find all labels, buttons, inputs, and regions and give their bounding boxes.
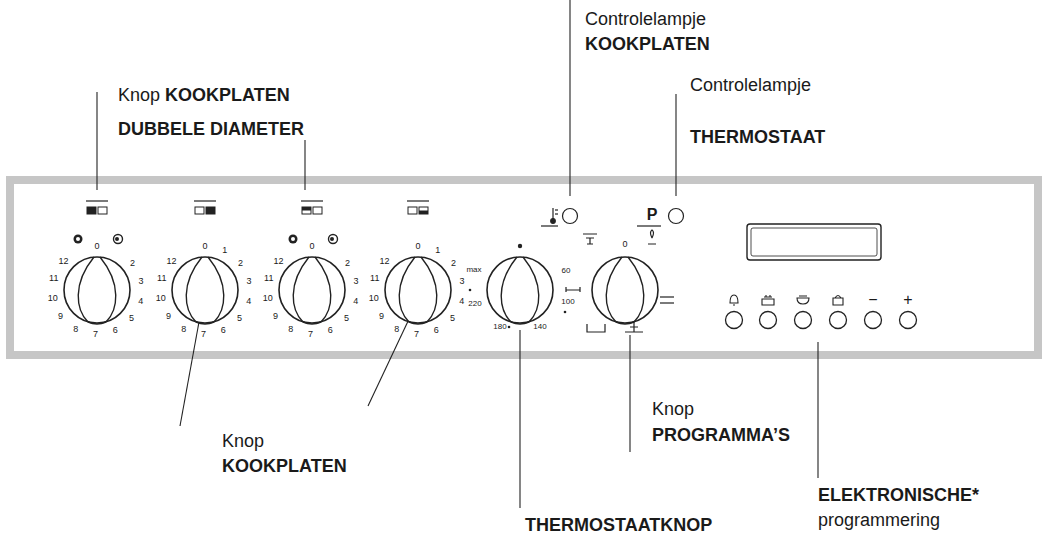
callout-text: DUBBELE DIAMETER: [118, 120, 304, 138]
dial-number: 7: [93, 329, 98, 338]
callout-text: Knop: [222, 432, 264, 450]
dial-number: 5: [129, 314, 134, 323]
callout-text: ELEKTRONISCHE*: [818, 486, 979, 504]
dial-number: 100: [561, 298, 574, 306]
dial-number: 5: [450, 314, 455, 323]
leader-lines: [97, 0, 818, 508]
dial-number: 140: [533, 323, 546, 331]
dial-number: 11: [370, 273, 379, 282]
callout-text: Controlelampje: [690, 76, 811, 94]
callout-text: PROGRAMMA’S: [652, 426, 790, 444]
callout-text: THERMOSTAAT: [690, 128, 825, 146]
dial-number: 7: [414, 329, 419, 338]
dial-number: 220: [468, 300, 481, 308]
callout-text: KOOKPLATEN: [222, 457, 347, 475]
callout-text: Controlelampje: [585, 10, 706, 28]
dial-number: 8: [288, 324, 293, 333]
dial-number: max: [466, 266, 481, 274]
callout-text: THERMOSTAATKNOP: [525, 516, 712, 534]
dial-number: 0: [309, 242, 314, 251]
dial-number: 0: [415, 242, 420, 251]
dial-number: 3: [139, 276, 144, 285]
dial-number: 8: [394, 324, 399, 333]
callout-text: KOOKPLATEN: [585, 35, 710, 53]
dial-number: 3: [354, 276, 359, 285]
button-symbol: +: [903, 292, 912, 308]
dial-number: 6: [221, 326, 226, 335]
dial-number: 5: [237, 314, 242, 323]
dial-number: 6: [328, 326, 333, 335]
dial-number: 0: [202, 242, 207, 251]
dial-number: 10: [156, 293, 166, 302]
dial-number: 12: [59, 256, 69, 265]
dial-number: 7: [201, 329, 206, 338]
dial-number: 10: [263, 293, 273, 302]
dial-number: 3: [247, 276, 252, 285]
dial-number: 1: [222, 246, 227, 255]
dial-number: 8: [73, 324, 78, 333]
dial-number: 10: [48, 293, 58, 302]
dial-number: 4: [246, 296, 251, 305]
dial-number: 10: [369, 293, 379, 302]
dial-number: 6: [434, 326, 439, 335]
dial-number: 2: [345, 258, 350, 267]
dial-number: 6: [113, 326, 118, 335]
dial-number: 4: [459, 296, 464, 305]
program-symbol: P: [647, 207, 658, 223]
dial-number: 11: [264, 273, 273, 282]
dial-number: 4: [138, 296, 143, 305]
dial-number: 0: [94, 242, 99, 251]
dial-number: 4: [353, 296, 358, 305]
button-symbol: −: [868, 292, 877, 308]
dial-number: 2: [130, 258, 135, 267]
callout-text: Knop: [652, 400, 694, 418]
dial-number: 8: [181, 324, 186, 333]
dial-number: 5: [344, 314, 349, 323]
dial-number: 9: [379, 311, 384, 320]
panel-frame: [10, 180, 1038, 355]
dial-number: 60: [562, 267, 571, 275]
dial-number: 9: [58, 311, 63, 320]
dial-number: 9: [273, 311, 278, 320]
dial-number: 1: [435, 246, 440, 255]
dial-number: 180: [493, 323, 506, 331]
dial-number: 0: [622, 240, 627, 249]
callout-text: KOOKPLATEN: [165, 86, 290, 104]
dial-number: 12: [380, 256, 390, 265]
dial-number: 9: [166, 311, 171, 320]
dial-number: 12: [167, 256, 177, 265]
dial-number: 2: [238, 258, 243, 267]
dial-number: 11: [49, 273, 58, 282]
dial-number: 7: [308, 329, 313, 338]
dial-number: 12: [274, 256, 284, 265]
callout-text: Knop: [118, 86, 160, 104]
dial-number: 3: [460, 276, 465, 285]
dial-number: 11: [157, 273, 166, 282]
dial-number: 2: [451, 258, 456, 267]
callout-text: programmering: [818, 511, 940, 529]
